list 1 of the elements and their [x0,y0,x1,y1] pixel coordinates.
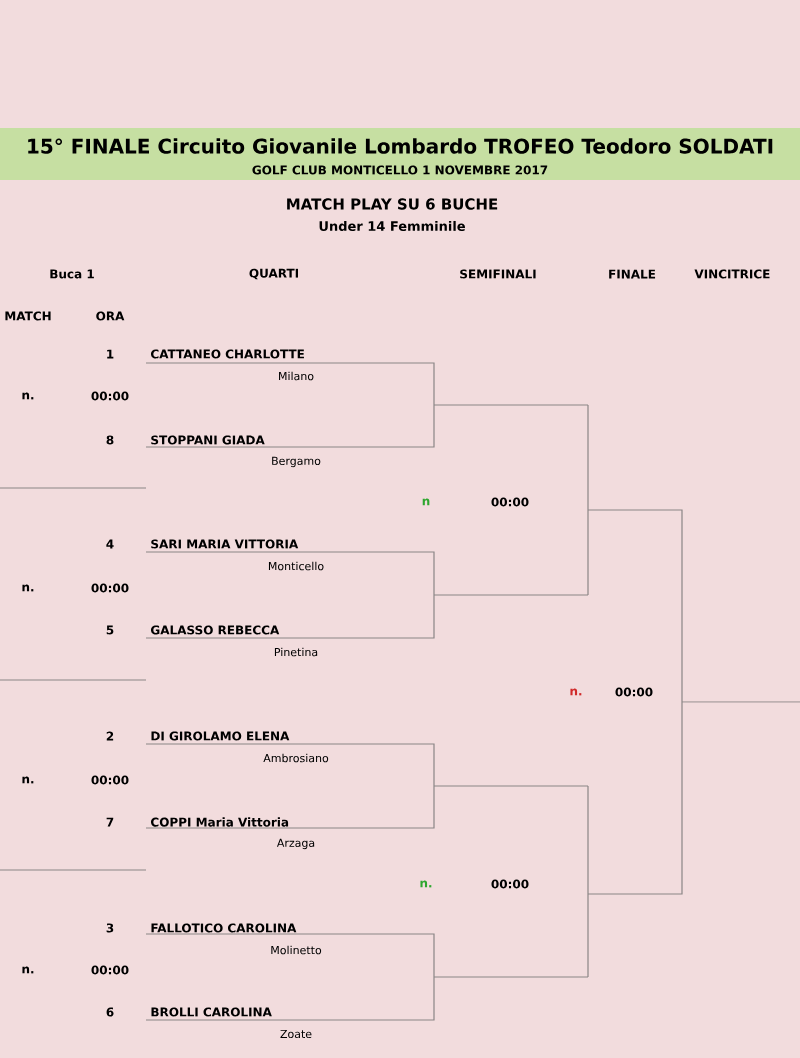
title: 15° FINALE Circuito Giovanile Lombardo TROFEO Teodoro SOLDATI [28,138,773,154]
